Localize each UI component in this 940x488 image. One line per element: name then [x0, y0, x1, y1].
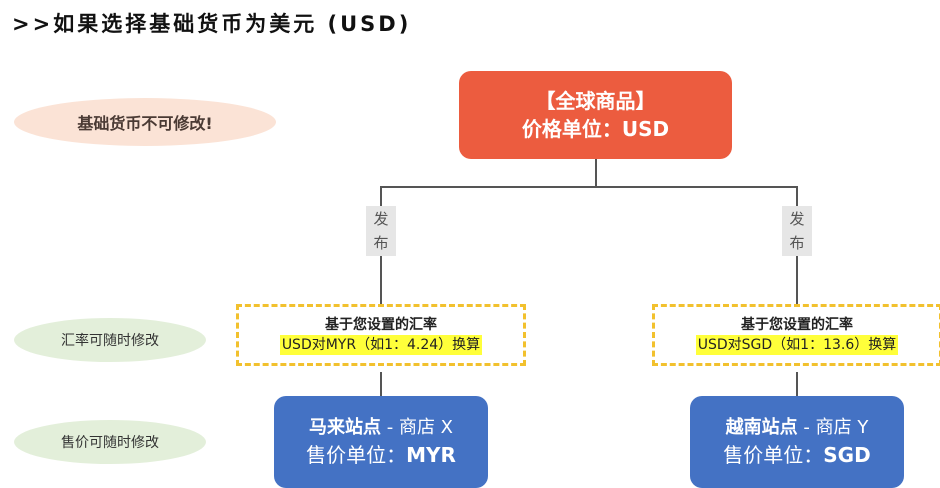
connector-horizontal — [380, 186, 798, 188]
store-site-name: 越南站点 - 商店 Y — [726, 415, 869, 441]
rate-conversion: USD对SGD（如1：13.6）换算 — [695, 335, 899, 355]
rate-conversion: USD对MYR（如1：4.24）换算 — [279, 335, 483, 355]
rate-box-right: 基于您设置的汇率 USD对SGD（如1：13.6）换算 — [652, 304, 940, 366]
price-prefix: 售价单位： — [723, 443, 824, 467]
store-site-name: 马来站点 - 商店 X — [309, 415, 453, 441]
store-price-unit: 售价单位：MYR — [306, 441, 456, 469]
site-label: 越南站点 — [725, 417, 798, 438]
publish-char-1: 发 — [789, 210, 805, 228]
publish-tag-right: 发 布 — [782, 206, 812, 256]
global-product-box: 【全球商品】 价格单位：USD — [459, 71, 732, 159]
note-price-editable: 售价可随时修改 — [14, 420, 206, 464]
global-product-label: 【全球商品】 — [535, 89, 656, 113]
global-product-price-unit: 价格单位：USD — [521, 117, 670, 141]
publish-char-1: 发 — [373, 210, 389, 228]
connector-left-lower — [380, 372, 382, 396]
store-box-malaysia: 马来站点 - 商店 X 售价单位：MYR — [274, 396, 488, 488]
connector-right-lower — [796, 372, 798, 396]
price-currency: MYR — [406, 443, 456, 467]
shop-label: - 商店 X — [381, 417, 453, 438]
note-base-currency-locked: 基础货币不可修改! — [14, 98, 276, 146]
rate-box-left: 基于您设置的汇率 USD对MYR（如1：4.24）换算 — [236, 304, 526, 366]
publish-char-2: 布 — [789, 234, 805, 252]
store-box-vietnam: 越南站点 - 商店 Y 售价单位：SGD — [690, 396, 904, 488]
note-rate-editable: 汇率可随时修改 — [14, 318, 206, 362]
rate-heading: 基于您设置的汇率 — [741, 317, 853, 333]
store-price-unit: 售价单位：SGD — [723, 441, 870, 469]
page-title: >>如果选择基础货币为美元 (USD) — [12, 12, 412, 36]
publish-tag-left: 发 布 — [366, 206, 396, 256]
rate-heading: 基于您设置的汇率 — [325, 317, 437, 333]
site-label: 马来站点 — [309, 417, 381, 438]
price-prefix: 售价单位： — [306, 443, 407, 467]
price-currency: SGD — [823, 443, 871, 467]
shop-label: - 商店 Y — [797, 417, 869, 438]
connector-top-vertical — [595, 159, 597, 187]
publish-char-2: 布 — [373, 234, 389, 252]
